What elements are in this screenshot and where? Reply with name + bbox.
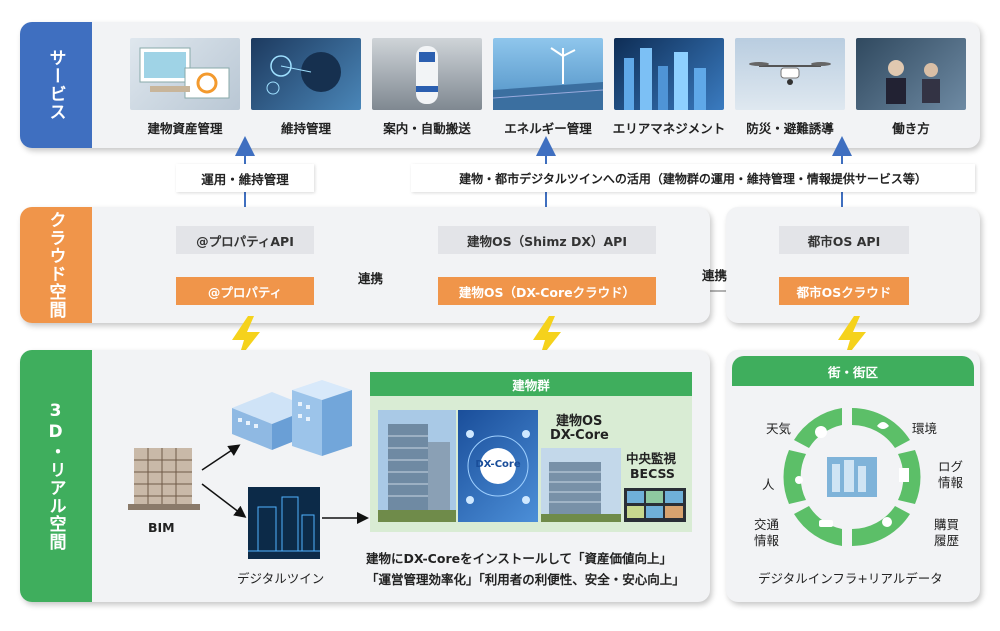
service-band-label: サービス (20, 22, 92, 148)
service-label-workstyle: 働き方 (892, 121, 930, 136)
building-photo-2 (541, 448, 621, 522)
workstyle-image (856, 38, 966, 110)
lightning-icon (232, 316, 260, 360)
cloud-band-label: クラウド空間 (20, 207, 92, 323)
isometric-buildings-image (232, 380, 352, 456)
people-label: 人 (762, 477, 775, 492)
digital-twin-image (248, 487, 320, 559)
monitor-screens-image (624, 488, 686, 522)
install-note-line-1: 建物にDX-Coreをインストールして「資産価値向上」 (366, 551, 672, 566)
asset-management-image (130, 38, 240, 110)
weather-label: 天気 (766, 421, 792, 436)
real-band-label: 3D・リアル空間 (20, 350, 92, 602)
service-label-energy: エネルギー管理 (504, 121, 592, 136)
log-label-2: 情報 (938, 475, 964, 490)
os-cloud-box: 建物OS（DX-Coreクラウド） (438, 277, 656, 305)
building-os-dxcore-label: DX-Core (550, 428, 609, 443)
link-label-2: 連携 (702, 268, 728, 283)
central-monitor-label: 中央監視 (626, 451, 677, 466)
city-api-box: 都市OS API (779, 226, 909, 254)
becss-label: BECSS (630, 466, 675, 481)
ops-link-label: 運用・維持管理 (176, 164, 314, 192)
environment-label: 環境 (912, 421, 938, 436)
install-note-line-2: 「運営管理効率化」「利用者の利便性、安全・安心向上」 (366, 572, 685, 587)
district-title: 街・街区 (732, 356, 974, 386)
traffic-label-2: 情報 (754, 533, 780, 548)
property-api-box: @プロパティAPI (176, 226, 314, 254)
digital-twin-label: デジタルツイン (237, 571, 325, 586)
traffic-label-1: 交通 (754, 517, 780, 532)
city-cloud-box: 都市OSクラウド (779, 277, 909, 305)
property-box: @プロパティ (176, 277, 314, 305)
purchase-label-1: 購買 (934, 517, 960, 532)
log-label-1: ログ (938, 459, 964, 474)
bim-building-image (128, 448, 200, 510)
service-label-asset: 建物資産管理 (147, 121, 223, 136)
building-group-title: 建物群 (370, 372, 692, 396)
maintenance-image (251, 38, 361, 110)
district-footer: デジタルインフラ+リアルデータ (758, 571, 943, 586)
building-os-label: 建物OS (556, 414, 603, 429)
service-label-area: エリアマネジメント (612, 121, 726, 136)
district-cycle-diagram (783, 408, 921, 546)
service-label-disaster: 防災・避難誘導 (746, 121, 834, 136)
energy-image (492, 38, 604, 110)
dx-core-graphic: DX-Core (458, 410, 538, 522)
lightning-icon (533, 316, 561, 360)
service-label-maintenance: 維持管理 (280, 121, 331, 136)
area-management-image (614, 38, 724, 110)
service-label-guide: 案内・自動搬送 (383, 121, 471, 136)
lightning-icon (838, 316, 866, 360)
digital-twin-link-label: 建物・都市デジタルツインへの活用（建物群の運用・維持管理・情報提供サービス等） (411, 164, 975, 192)
building-photo (378, 410, 456, 522)
purchase-label-2: 履歴 (934, 533, 960, 548)
bim-label: BIM (148, 520, 175, 535)
link-label-1: 連携 (358, 271, 384, 286)
guide-robot-image (372, 38, 482, 110)
os-api-box: 建物OS（Shimz DX）API (438, 226, 656, 254)
dx-core-logo: DX-Core (475, 459, 521, 470)
drone-image (735, 38, 845, 110)
